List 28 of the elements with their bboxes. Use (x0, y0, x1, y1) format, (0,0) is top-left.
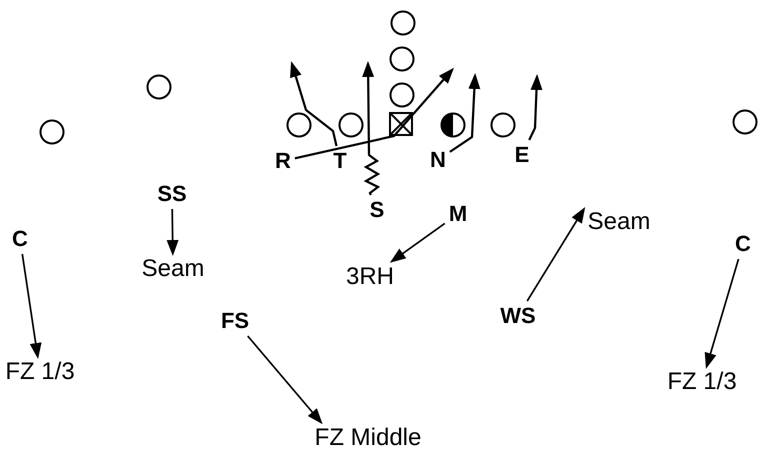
arrow (704, 258, 740, 369)
route-arrow (449, 73, 480, 153)
position-label: C (735, 233, 751, 255)
position-label: N (430, 149, 446, 171)
arrow (247, 335, 323, 424)
route-arrow (290, 61, 338, 146)
arrow (166, 208, 179, 256)
arrow (390, 222, 446, 263)
position-label: C (12, 228, 28, 250)
zigzag-arrow (362, 61, 380, 196)
coverage-label: Seam (588, 210, 650, 234)
coverage-label: FZ 1/3 (667, 370, 737, 394)
arrow (21, 254, 42, 359)
coverage-label: 3RH (346, 265, 394, 289)
route-arrow (294, 68, 454, 160)
position-label: T (333, 150, 347, 172)
position-label: M (448, 203, 468, 225)
arrow (526, 206, 586, 302)
position-label: FS (220, 310, 250, 332)
position-label: WS (500, 305, 536, 327)
coverage-label: FZ Middle (314, 426, 422, 450)
position-label: R (275, 150, 291, 172)
coverage-label: Seam (142, 257, 204, 281)
route-arrow (528, 74, 542, 140)
position-label: E (514, 144, 530, 166)
position-label: S (370, 199, 384, 221)
position-label: SS (157, 183, 187, 205)
coverage-label: FZ 1/3 (5, 360, 75, 384)
